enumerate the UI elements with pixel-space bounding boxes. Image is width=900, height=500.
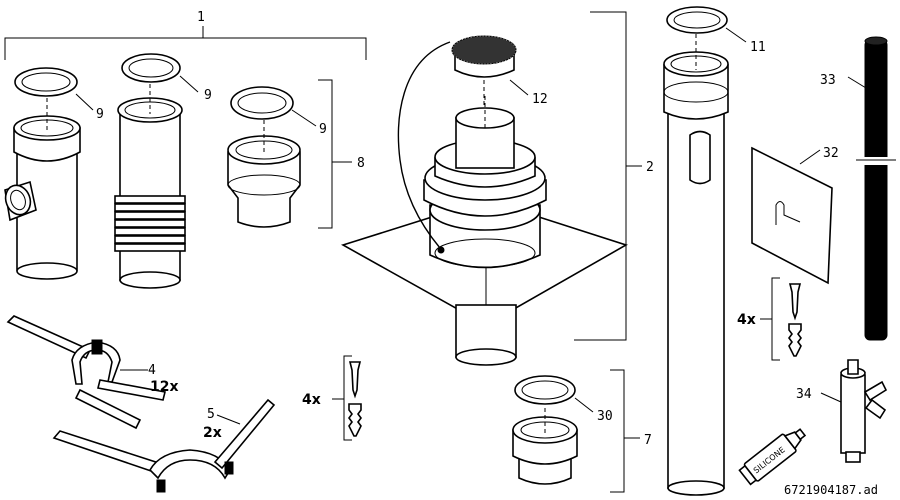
label-30: 30 — [597, 409, 613, 424]
label-2: 2 — [646, 160, 654, 175]
label-34: 34 — [796, 387, 812, 402]
label-9-left: 9 — [96, 107, 104, 122]
screw-and-dowel-set-right — [760, 277, 802, 361]
seal-ring-11 — [666, 6, 747, 43]
cable-wire — [397, 41, 451, 254]
label-12: 12 — [532, 92, 548, 107]
label-4: 4 — [148, 363, 156, 378]
flue-terminal-body — [423, 96, 547, 366]
screw-and-dowel-set-left — [332, 355, 362, 441]
bracket-group-1 — [4, 26, 367, 60]
bracket-group-8 — [318, 79, 352, 229]
seal-ring-30 — [514, 375, 594, 413]
pipe-socket — [512, 408, 578, 485]
label-32: 32 — [823, 146, 839, 161]
flexible-pipe-piece — [114, 84, 186, 289]
long-extension-pipe — [663, 34, 729, 496]
silicone-tube: SILICONE — [738, 428, 807, 486]
bracket-group-7 — [610, 369, 640, 493]
qty-part-4: 12x — [150, 379, 179, 395]
label-9-right: 9 — [319, 122, 327, 137]
qty-part-5: 2x — [203, 425, 222, 441]
label-9-middle: 9 — [204, 88, 212, 103]
label-33: 33 — [820, 73, 836, 88]
label-1: 1 — [197, 10, 205, 25]
condensate-siphon-34 — [820, 359, 888, 463]
reducer-adapter — [227, 120, 301, 228]
ribbed-hose-33 — [847, 36, 896, 341]
label-11: 11 — [750, 40, 766, 55]
label-7: 7 — [644, 433, 652, 448]
seal-ring-9-right — [230, 86, 317, 127]
label-8: 8 — [357, 156, 365, 171]
qty-screws-left: 4x — [302, 392, 321, 408]
seal-ring-9-left — [14, 67, 94, 111]
label-5: 5 — [207, 407, 215, 422]
pipe-clamp-5 — [52, 398, 276, 493]
strap-clamp-4 — [6, 315, 166, 430]
tee-pipe-piece — [4, 98, 81, 280]
mounting-plate-32 — [751, 146, 833, 285]
bracket-group-2 — [574, 11, 642, 341]
drawing-reference: 6721904187.ad — [784, 483, 878, 497]
seal-ring-9-middle — [121, 53, 199, 93]
mesh-grille-12 — [451, 35, 529, 108]
qty-screws-right: 4x — [737, 312, 756, 328]
